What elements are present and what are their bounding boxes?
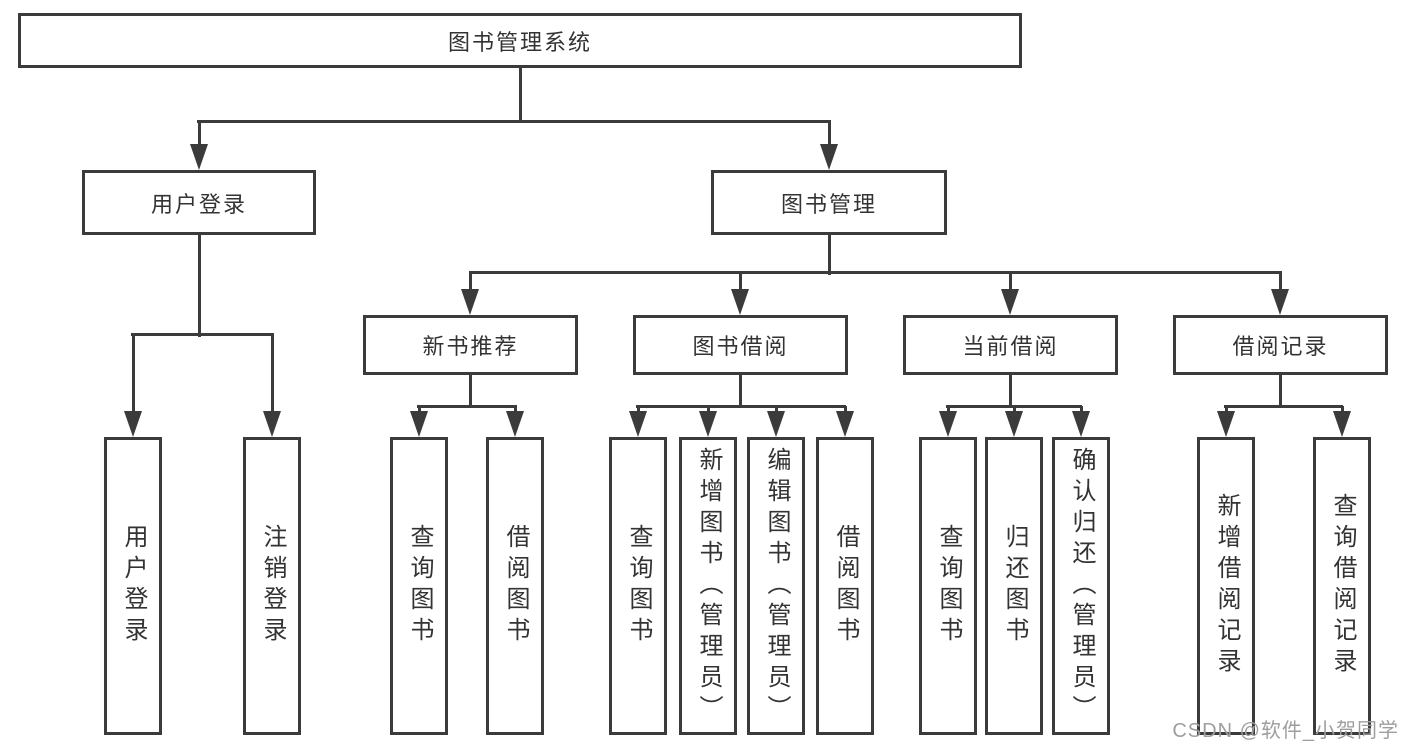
connector-line xyxy=(1008,272,1012,295)
arrowhead-down-icon xyxy=(1271,289,1289,315)
connector-line xyxy=(518,68,522,122)
connector-line xyxy=(197,235,201,337)
arrowhead-down-icon xyxy=(699,411,717,437)
leaf-add-borrow-record: 新增借阅记录 xyxy=(1197,437,1255,735)
leaf-confirm-return-admin: 确认归还（管理员） xyxy=(1052,437,1110,735)
leaf-borrow-books-1: 借阅图书 xyxy=(486,437,544,735)
connector-line xyxy=(469,270,1282,274)
arrowhead-down-icon xyxy=(410,411,428,437)
arrowhead-down-icon xyxy=(836,411,854,437)
connector-line xyxy=(131,334,135,417)
arrowhead-down-icon xyxy=(124,411,142,437)
arrowhead-down-icon xyxy=(1072,411,1090,437)
leaf-query-books-1: 查询图书 xyxy=(390,437,448,735)
node-current-borrowing: 当前借阅 xyxy=(903,315,1118,375)
node-borrowing-records: 借阅记录 xyxy=(1173,315,1388,375)
node-library-management-system: 图书管理系统 xyxy=(18,13,1022,68)
node-book-borrowing: 图书借阅 xyxy=(633,315,848,375)
connector-line xyxy=(468,272,472,295)
leaf-user-login: 用户登录 xyxy=(104,437,162,735)
arrowhead-down-icon xyxy=(629,411,647,437)
leaf-query-borrow-record: 查询借阅记录 xyxy=(1313,437,1371,735)
connector-line xyxy=(1224,404,1343,408)
leaf-query-books-3: 查询图书 xyxy=(919,437,977,735)
connector-line xyxy=(197,121,201,150)
leaf-return-books: 归还图书 xyxy=(985,437,1043,735)
node-user-login: 用户登录 xyxy=(82,170,316,235)
connector-line xyxy=(197,119,831,123)
leaf-logout: 注销登录 xyxy=(243,437,301,735)
connector-line xyxy=(270,334,274,417)
arrowhead-down-icon xyxy=(1001,289,1019,315)
connector-line xyxy=(1008,375,1012,408)
connector-line xyxy=(827,121,831,150)
arrowhead-down-icon xyxy=(731,289,749,315)
connector-line xyxy=(1278,272,1282,295)
connector-line xyxy=(636,404,846,408)
arrowhead-down-icon xyxy=(506,411,524,437)
connector-line xyxy=(738,272,742,295)
leaf-edit-book-admin: 编辑图书（管理员） xyxy=(747,437,805,735)
watermark: CSDN @软件_小贺同学 xyxy=(1172,720,1399,742)
arrowhead-down-icon xyxy=(767,411,785,437)
connector-line xyxy=(738,375,742,408)
arrowhead-down-icon xyxy=(1217,411,1235,437)
connector-line xyxy=(1278,375,1282,408)
leaf-query-books-2: 查询图书 xyxy=(609,437,667,735)
arrowhead-down-icon xyxy=(1005,411,1023,437)
arrowhead-down-icon xyxy=(1333,411,1351,437)
arrowhead-down-icon xyxy=(939,411,957,437)
leaf-borrow-books-2: 借阅图书 xyxy=(816,437,874,735)
node-book-management: 图书管理 xyxy=(711,170,947,235)
connector-line xyxy=(131,332,274,336)
arrowhead-down-icon xyxy=(263,411,281,437)
connector-line xyxy=(468,375,472,408)
leaf-add-book-admin: 新增图书（管理员） xyxy=(679,437,737,735)
arrowhead-down-icon xyxy=(190,144,208,170)
connector-line xyxy=(417,404,517,408)
node-new-book-recommend: 新书推荐 xyxy=(363,315,578,375)
arrowhead-down-icon xyxy=(461,289,479,315)
connector-line xyxy=(827,235,831,275)
arrowhead-down-icon xyxy=(820,144,838,170)
